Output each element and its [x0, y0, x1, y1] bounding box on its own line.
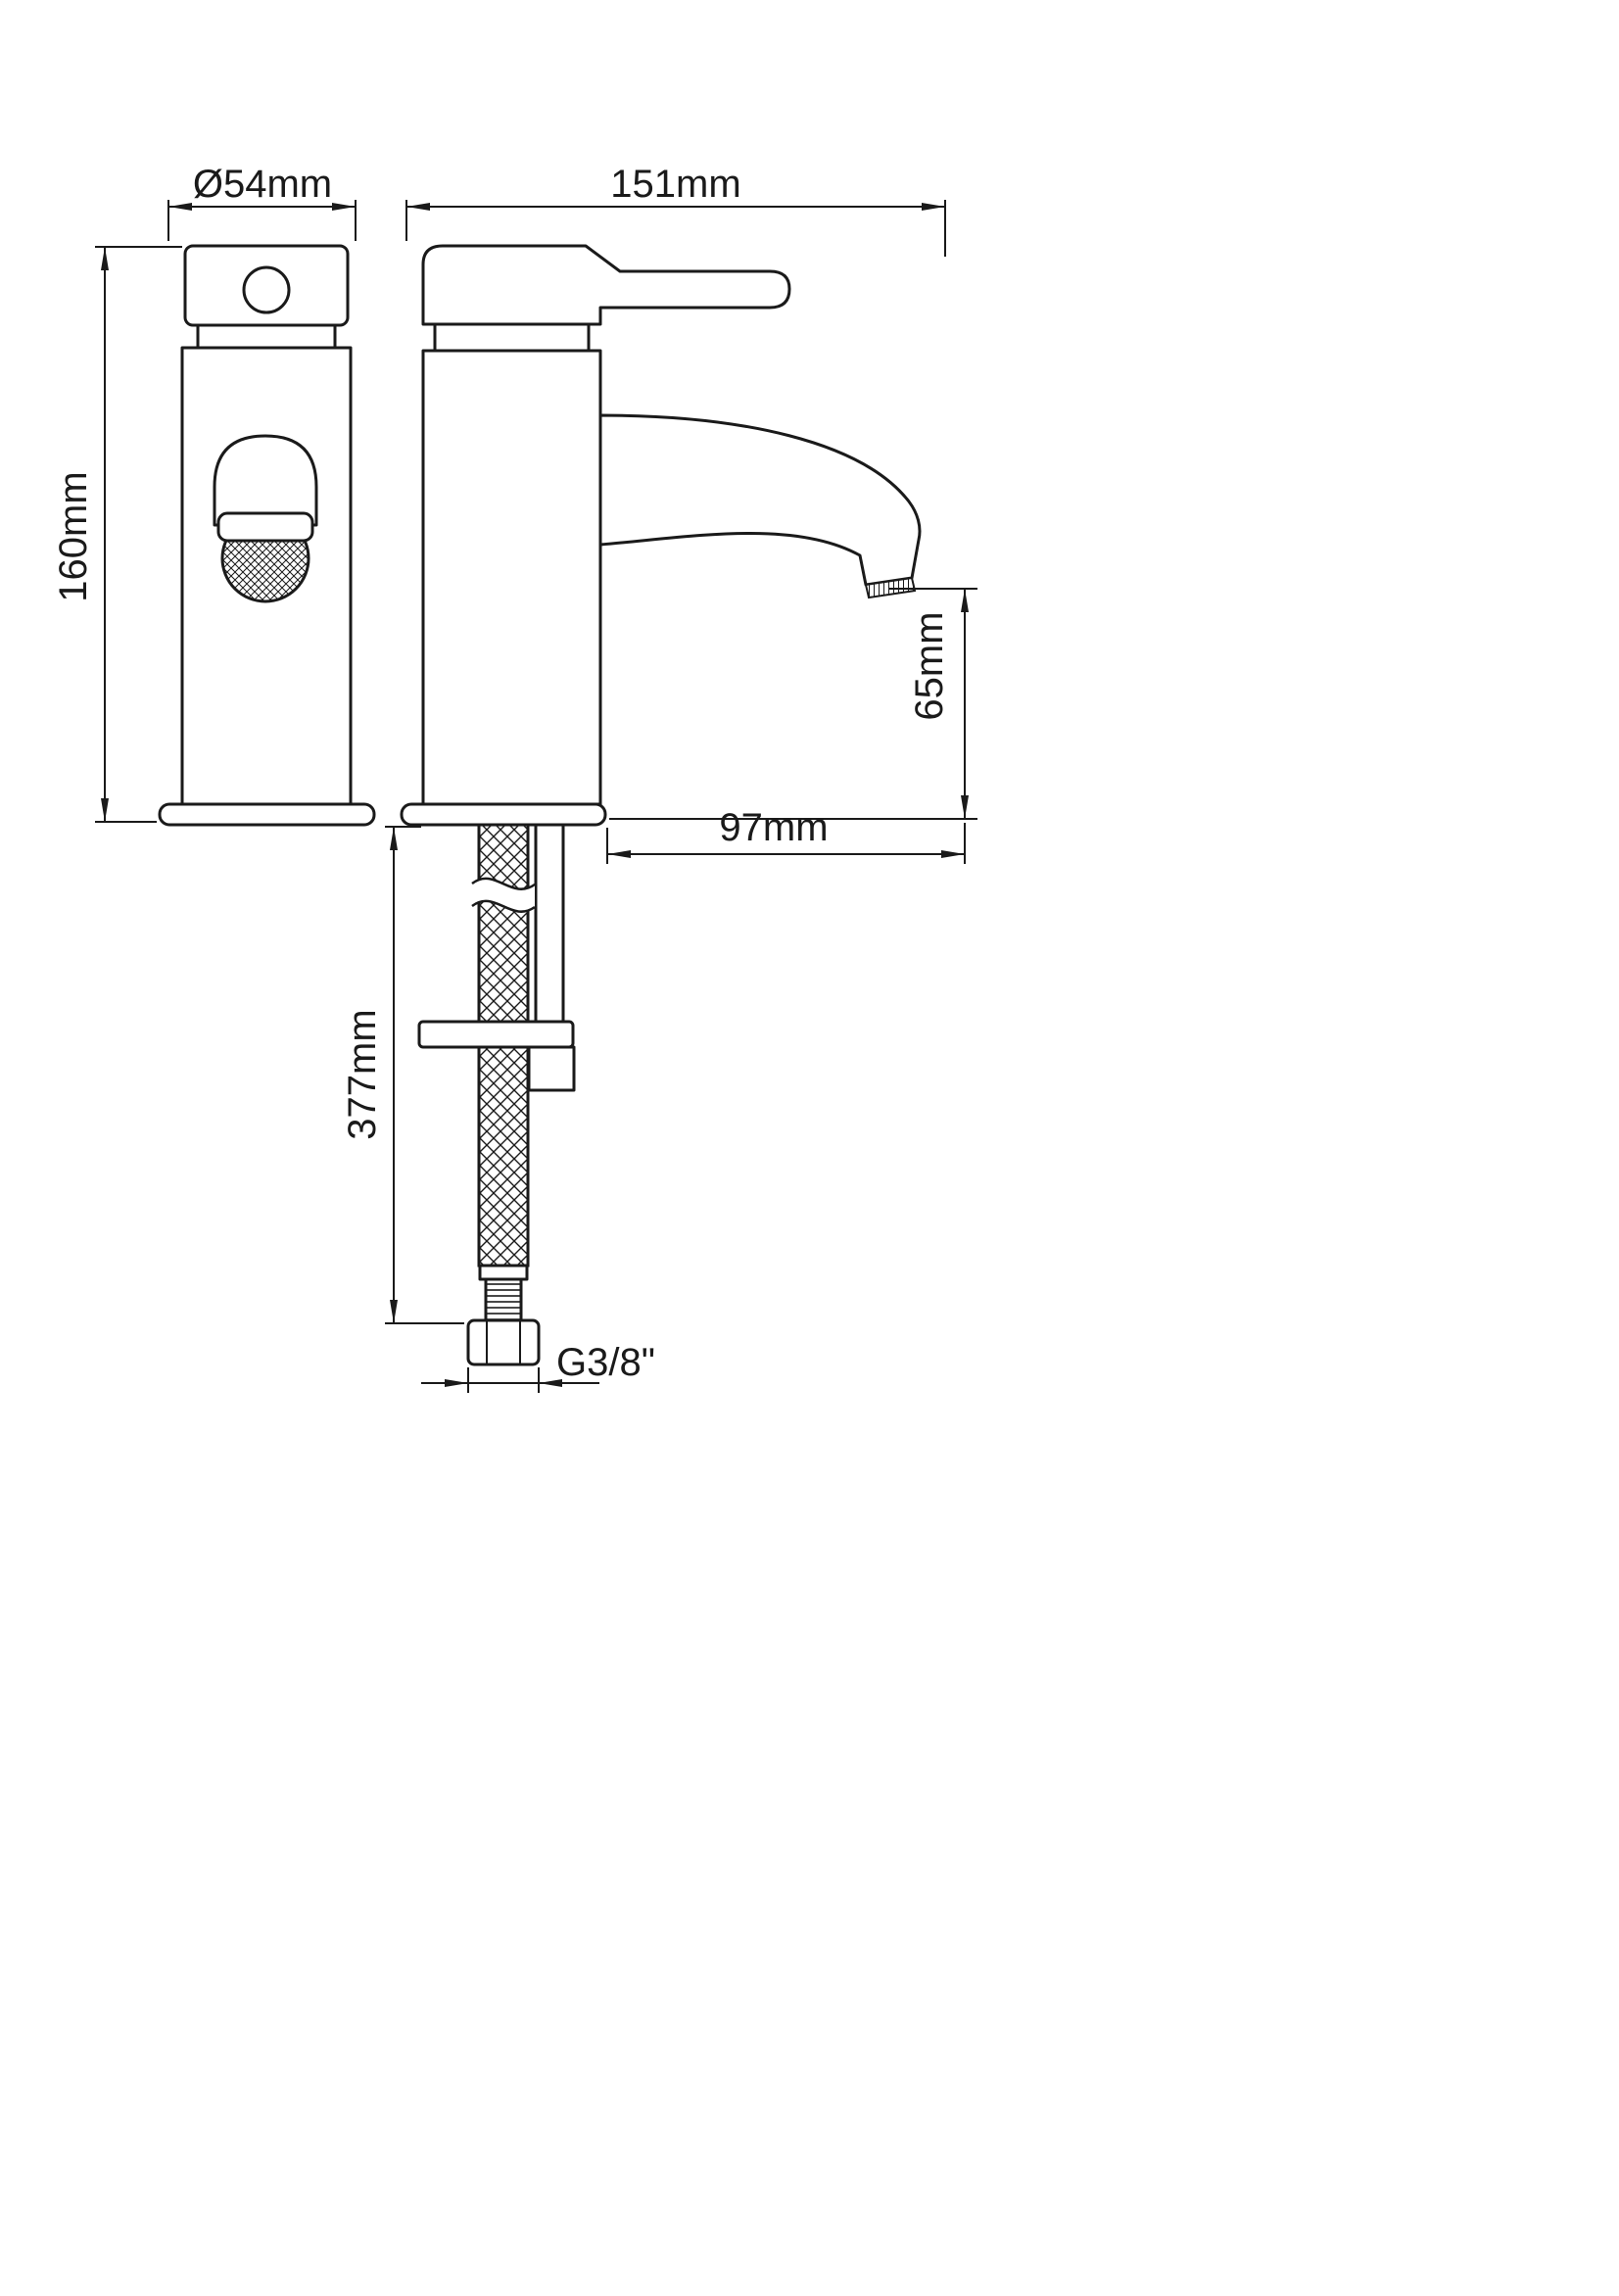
supply-hose-assembly: [417, 811, 576, 1366]
dimension-annotations: Ø54mm 151mm 160mm 65mm 97mm 377mm G3/8": [52, 163, 977, 1393]
dim-ext-hose-length: [385, 826, 464, 1324]
dim-ext-height: [95, 246, 182, 823]
hose-break-gap: [472, 878, 535, 912]
mounting-nut-block: [527, 1045, 576, 1092]
front-spout-collar: [216, 511, 314, 543]
hose-crimp-collar: [478, 1264, 529, 1281]
front-spout-bell: [213, 434, 318, 527]
dim-label-spout-reach: 97mm: [719, 806, 828, 849]
side-base-flange: [400, 802, 607, 827]
side-neck: [433, 322, 591, 353]
dim-label-diameter: Ø54mm: [193, 163, 332, 206]
front-neck: [196, 323, 337, 350]
side-body: [421, 349, 602, 806]
side-handle-cap-and-lever: [421, 244, 791, 326]
connection-nut: [466, 1318, 541, 1366]
dim-label-thread: G3/8": [556, 1341, 655, 1384]
dim-label-depth: 151mm: [610, 163, 740, 206]
dim-label-spout-height: 65mm: [908, 611, 951, 720]
connection-nut-facets: [486, 1320, 521, 1364]
hose-break-line-bottom: [471, 899, 536, 913]
hose-break-line-top: [471, 877, 536, 890]
dim-label-height: 160mm: [52, 471, 95, 601]
side-spout: [598, 413, 922, 587]
hose-threaded-end: [484, 1277, 523, 1322]
mounting-bracket-plate: [417, 1020, 575, 1049]
front-base-flange: [158, 802, 376, 827]
front-top-button: [242, 265, 291, 314]
dim-ext-thread: [467, 1367, 540, 1393]
faucet-side-view: [400, 244, 922, 827]
dim-label-hose-length: 377mm: [341, 1009, 384, 1139]
faucet-front-view: [158, 244, 376, 827]
